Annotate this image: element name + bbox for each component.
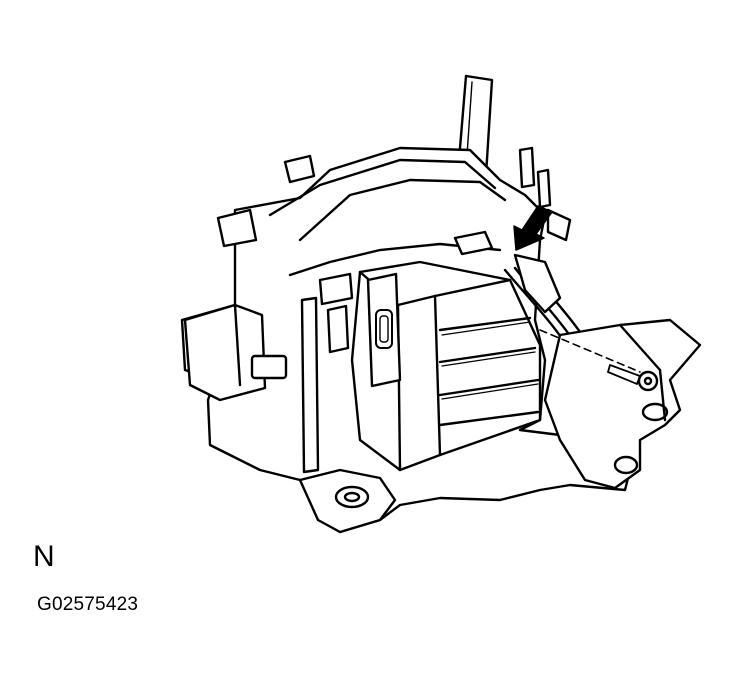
shift-lock-release-lever: [513, 208, 572, 314]
screw-icon: [607, 364, 659, 392]
figure-code-label: G02575423: [37, 594, 139, 615]
shift-position-label: N: [33, 540, 55, 573]
right-mounting-bracket: [539, 318, 702, 490]
arrow-down-left-icon: [513, 205, 553, 251]
shift-lock-module: [350, 260, 542, 472]
